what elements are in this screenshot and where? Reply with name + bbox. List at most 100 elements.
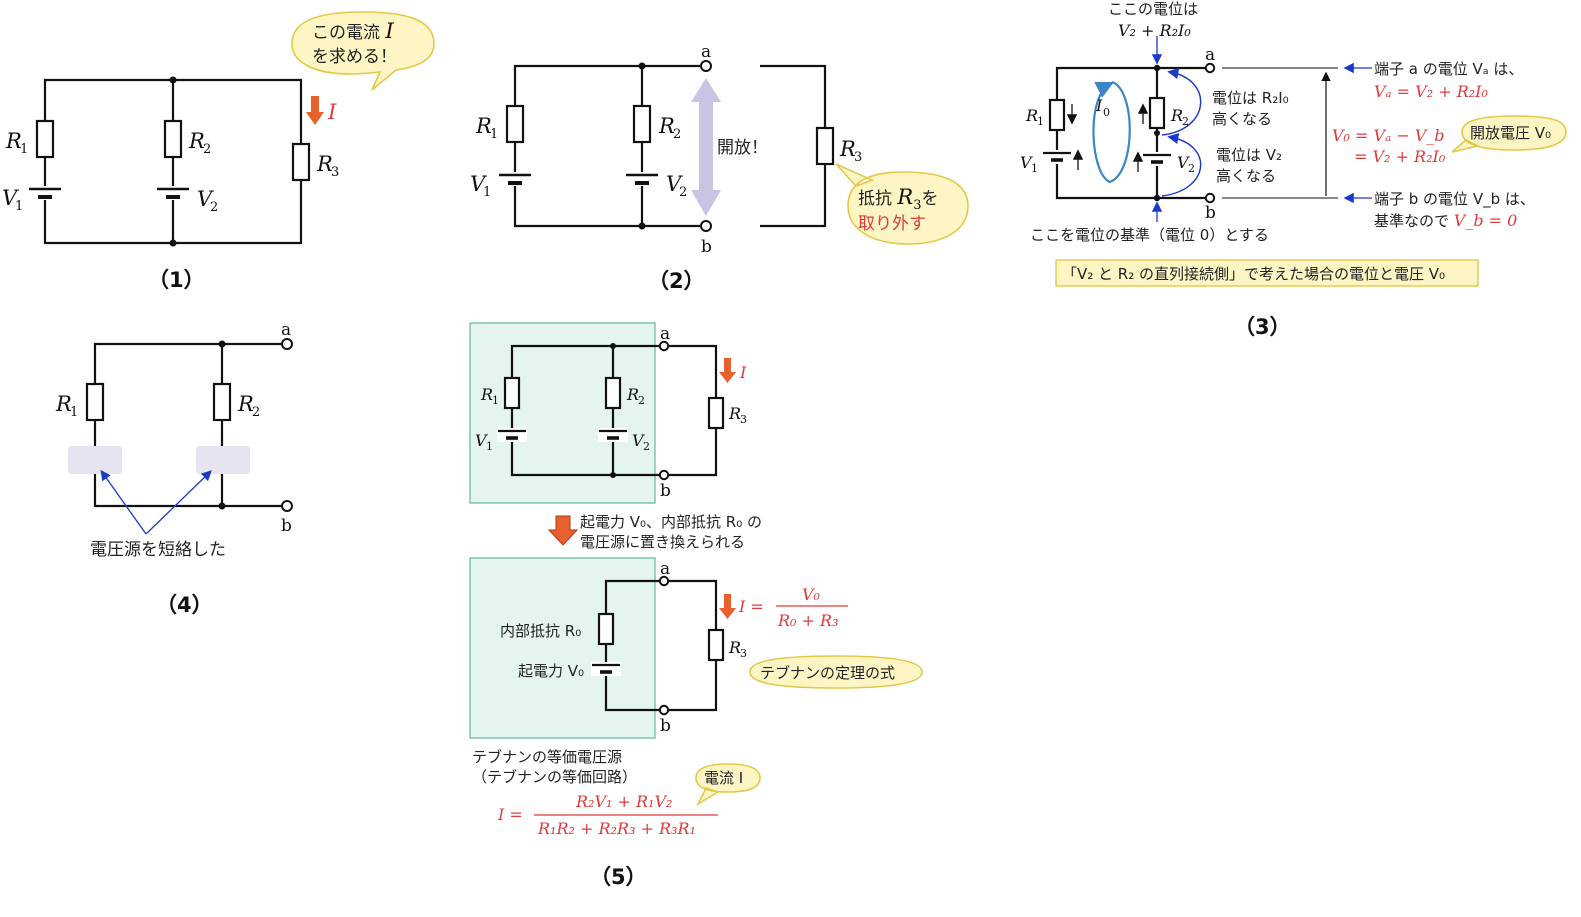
loop-current-icon (1092, 80, 1131, 184)
caption-5: （5） (590, 865, 647, 889)
svg-text:R: R (5, 129, 22, 153)
svg-text:V: V (632, 431, 645, 450)
svg-text:V: V (197, 187, 214, 211)
svg-text:電位は V₂: 電位は V₂ (1216, 146, 1282, 164)
svg-text:1: 1 (15, 199, 23, 214)
svg-text:ここの電位は: ここの電位は (1108, 0, 1198, 18)
svg-text:a: a (660, 324, 670, 344)
svg-text:V: V (1020, 153, 1033, 172)
svg-text:R: R (728, 404, 741, 423)
svg-text:R: R (188, 129, 205, 153)
svg-text:V₀ = Vₐ − V_b: V₀ = Vₐ − V_b (1332, 126, 1444, 145)
svg-text:I: I (739, 363, 747, 382)
svg-text:R: R (480, 385, 493, 404)
svg-text:3: 3 (740, 647, 747, 660)
svg-text:b: b (1205, 203, 1216, 223)
svg-text:R: R (626, 385, 639, 404)
svg-text:R: R (1025, 106, 1038, 125)
svg-text:起電力 V₀、内部抵抗 R₀ の: 起電力 V₀、内部抵抗 R₀ の (580, 513, 762, 531)
current-arrow (306, 96, 324, 125)
svg-text:テブナンの定理の式: テブナンの定理の式 (760, 664, 895, 682)
svg-text:= V₂ + R₂I₀: = V₂ + R₂I₀ (1354, 147, 1446, 166)
svg-text:b: b (660, 481, 671, 501)
svg-text:R: R (237, 392, 254, 416)
svg-text:開放電圧 V₀: 開放電圧 V₀ (1470, 124, 1551, 142)
svg-text:テブナンの等価電圧源: テブナンの等価電圧源 (472, 748, 622, 766)
diagram-1: R1 R2 R3 V1 V2 I この電流 I を求める！ （1） (2, 11, 435, 292)
diagram-4: a b R1 R2 電圧源を短絡した （4） (55, 320, 293, 617)
svg-text:2: 2 (673, 127, 681, 142)
potential-note-box (1055, 259, 1479, 287)
svg-text:抵抗 R3を: 抵抗 R3を (858, 185, 939, 213)
svg-text:b: b (701, 237, 712, 257)
bubble-thevenin-formula (749, 655, 923, 689)
svg-text:V: V (2, 186, 19, 210)
svg-text:V₂ + R₂I₀: V₂ + R₂I₀ (1118, 21, 1191, 40)
svg-text:1: 1 (70, 405, 78, 420)
resistor-r1 (35, 119, 55, 159)
svg-text:2: 2 (210, 200, 218, 215)
svg-text:2: 2 (1182, 115, 1189, 128)
bubble-find-current (291, 11, 435, 91)
svg-text:基準なので V_b = 0: 基準なので V_b = 0 (1374, 211, 1517, 230)
svg-text:2: 2 (1188, 162, 1195, 175)
svg-text:R: R (728, 638, 741, 657)
shorted-source-2 (196, 446, 250, 474)
transform-arrow (547, 515, 579, 546)
svg-text:b: b (281, 516, 292, 536)
svg-text:2: 2 (679, 185, 687, 200)
svg-text:0: 0 (1103, 106, 1110, 119)
svg-text:内部抵抗 R₀: 内部抵抗 R₀ (500, 622, 581, 640)
svg-text:この電流 I: この電流 I (312, 19, 394, 43)
svg-text:2: 2 (252, 405, 260, 420)
svg-text:電流 I: 電流 I (704, 769, 743, 787)
svg-text:高くなる: 高くなる (1216, 167, 1276, 185)
svg-text:I: I (327, 100, 337, 124)
svg-text:R: R (658, 114, 675, 138)
svg-text:I: I (1095, 96, 1103, 115)
svg-text:3: 3 (854, 150, 862, 165)
svg-text:I =: I = (497, 805, 523, 824)
svg-text:V₀: V₀ (802, 585, 821, 604)
svg-text:高くなる: 高くなる (1212, 110, 1272, 128)
svg-text:R₀ + R₃: R₀ + R₃ (777, 611, 839, 630)
svg-text:V: V (475, 431, 488, 450)
caption-1: （1） (148, 268, 205, 292)
svg-text:R: R (475, 114, 492, 138)
bubble-remove-r3 (835, 163, 969, 245)
svg-text:端子 b の電位 V_b は、: 端子 b の電位 V_b は、 (1374, 190, 1535, 209)
svg-text:端子 a の電位 Vₐ は、: 端子 a の電位 Vₐ は、 (1374, 60, 1523, 78)
svg-text:R₂V₁ + R₁V₂: R₂V₁ + R₁V₂ (575, 792, 672, 811)
svg-text:I =: I = (738, 597, 764, 616)
svg-text:a: a (1205, 45, 1215, 65)
caption-3: （3） (1234, 315, 1291, 339)
svg-text:R: R (1170, 106, 1183, 125)
original-source-box (469, 322, 656, 504)
svg-text:a: a (281, 320, 291, 340)
svg-text:1: 1 (20, 142, 28, 157)
svg-text:3: 3 (740, 413, 747, 426)
svg-text:V: V (470, 172, 487, 196)
svg-text:電位は R₂I₀: 電位は R₂I₀ (1212, 89, 1289, 107)
svg-text:電圧源を短絡した: 電圧源を短絡した (90, 540, 226, 560)
resistor-r2 (163, 119, 183, 159)
caption-4: （4） (156, 593, 213, 617)
caption-2: （2） (648, 269, 705, 293)
svg-text:1: 1 (1037, 115, 1044, 128)
svg-text:R: R (839, 137, 856, 161)
svg-text:ここを電位の基準（電位 0）とする: ここを電位の基準（電位 0）とする (1030, 226, 1269, 244)
svg-text:2: 2 (643, 440, 650, 453)
svg-text:電圧源に置き換えられる: 電圧源に置き換えられる (580, 533, 745, 551)
svg-text:1: 1 (486, 440, 493, 453)
svg-text:起電力 V₀: 起電力 V₀ (518, 662, 584, 680)
svg-text:R: R (316, 152, 333, 176)
svg-text:3: 3 (331, 165, 339, 180)
svg-text:2: 2 (638, 394, 645, 407)
svg-text:1: 1 (490, 127, 498, 142)
svg-text:R: R (55, 392, 72, 416)
svg-text:V: V (1177, 153, 1190, 172)
svg-text:開放！: 開放！ (717, 138, 768, 158)
